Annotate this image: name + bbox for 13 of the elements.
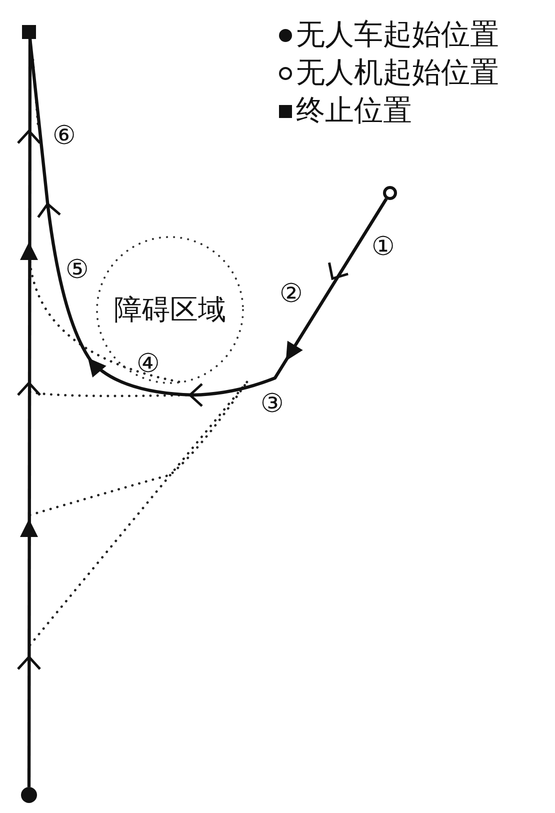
end-square <box>22 25 36 39</box>
legend-text: 无人机起始位置 <box>296 56 499 88</box>
step-number: ① <box>372 234 394 260</box>
step-number: ③ <box>260 391 284 417</box>
start-circle <box>383 186 397 200</box>
step-number: ② <box>280 281 302 307</box>
legend-text: 无人车起始位置 <box>296 18 499 50</box>
region-label: 障碍区域 <box>114 292 226 328</box>
step-number: ④ <box>136 351 160 377</box>
step-number: ⑤ <box>66 257 88 283</box>
start-dot <box>21 787 37 803</box>
legend-text: 终止位置 <box>296 94 412 126</box>
step-number: ⑥ <box>52 123 76 149</box>
